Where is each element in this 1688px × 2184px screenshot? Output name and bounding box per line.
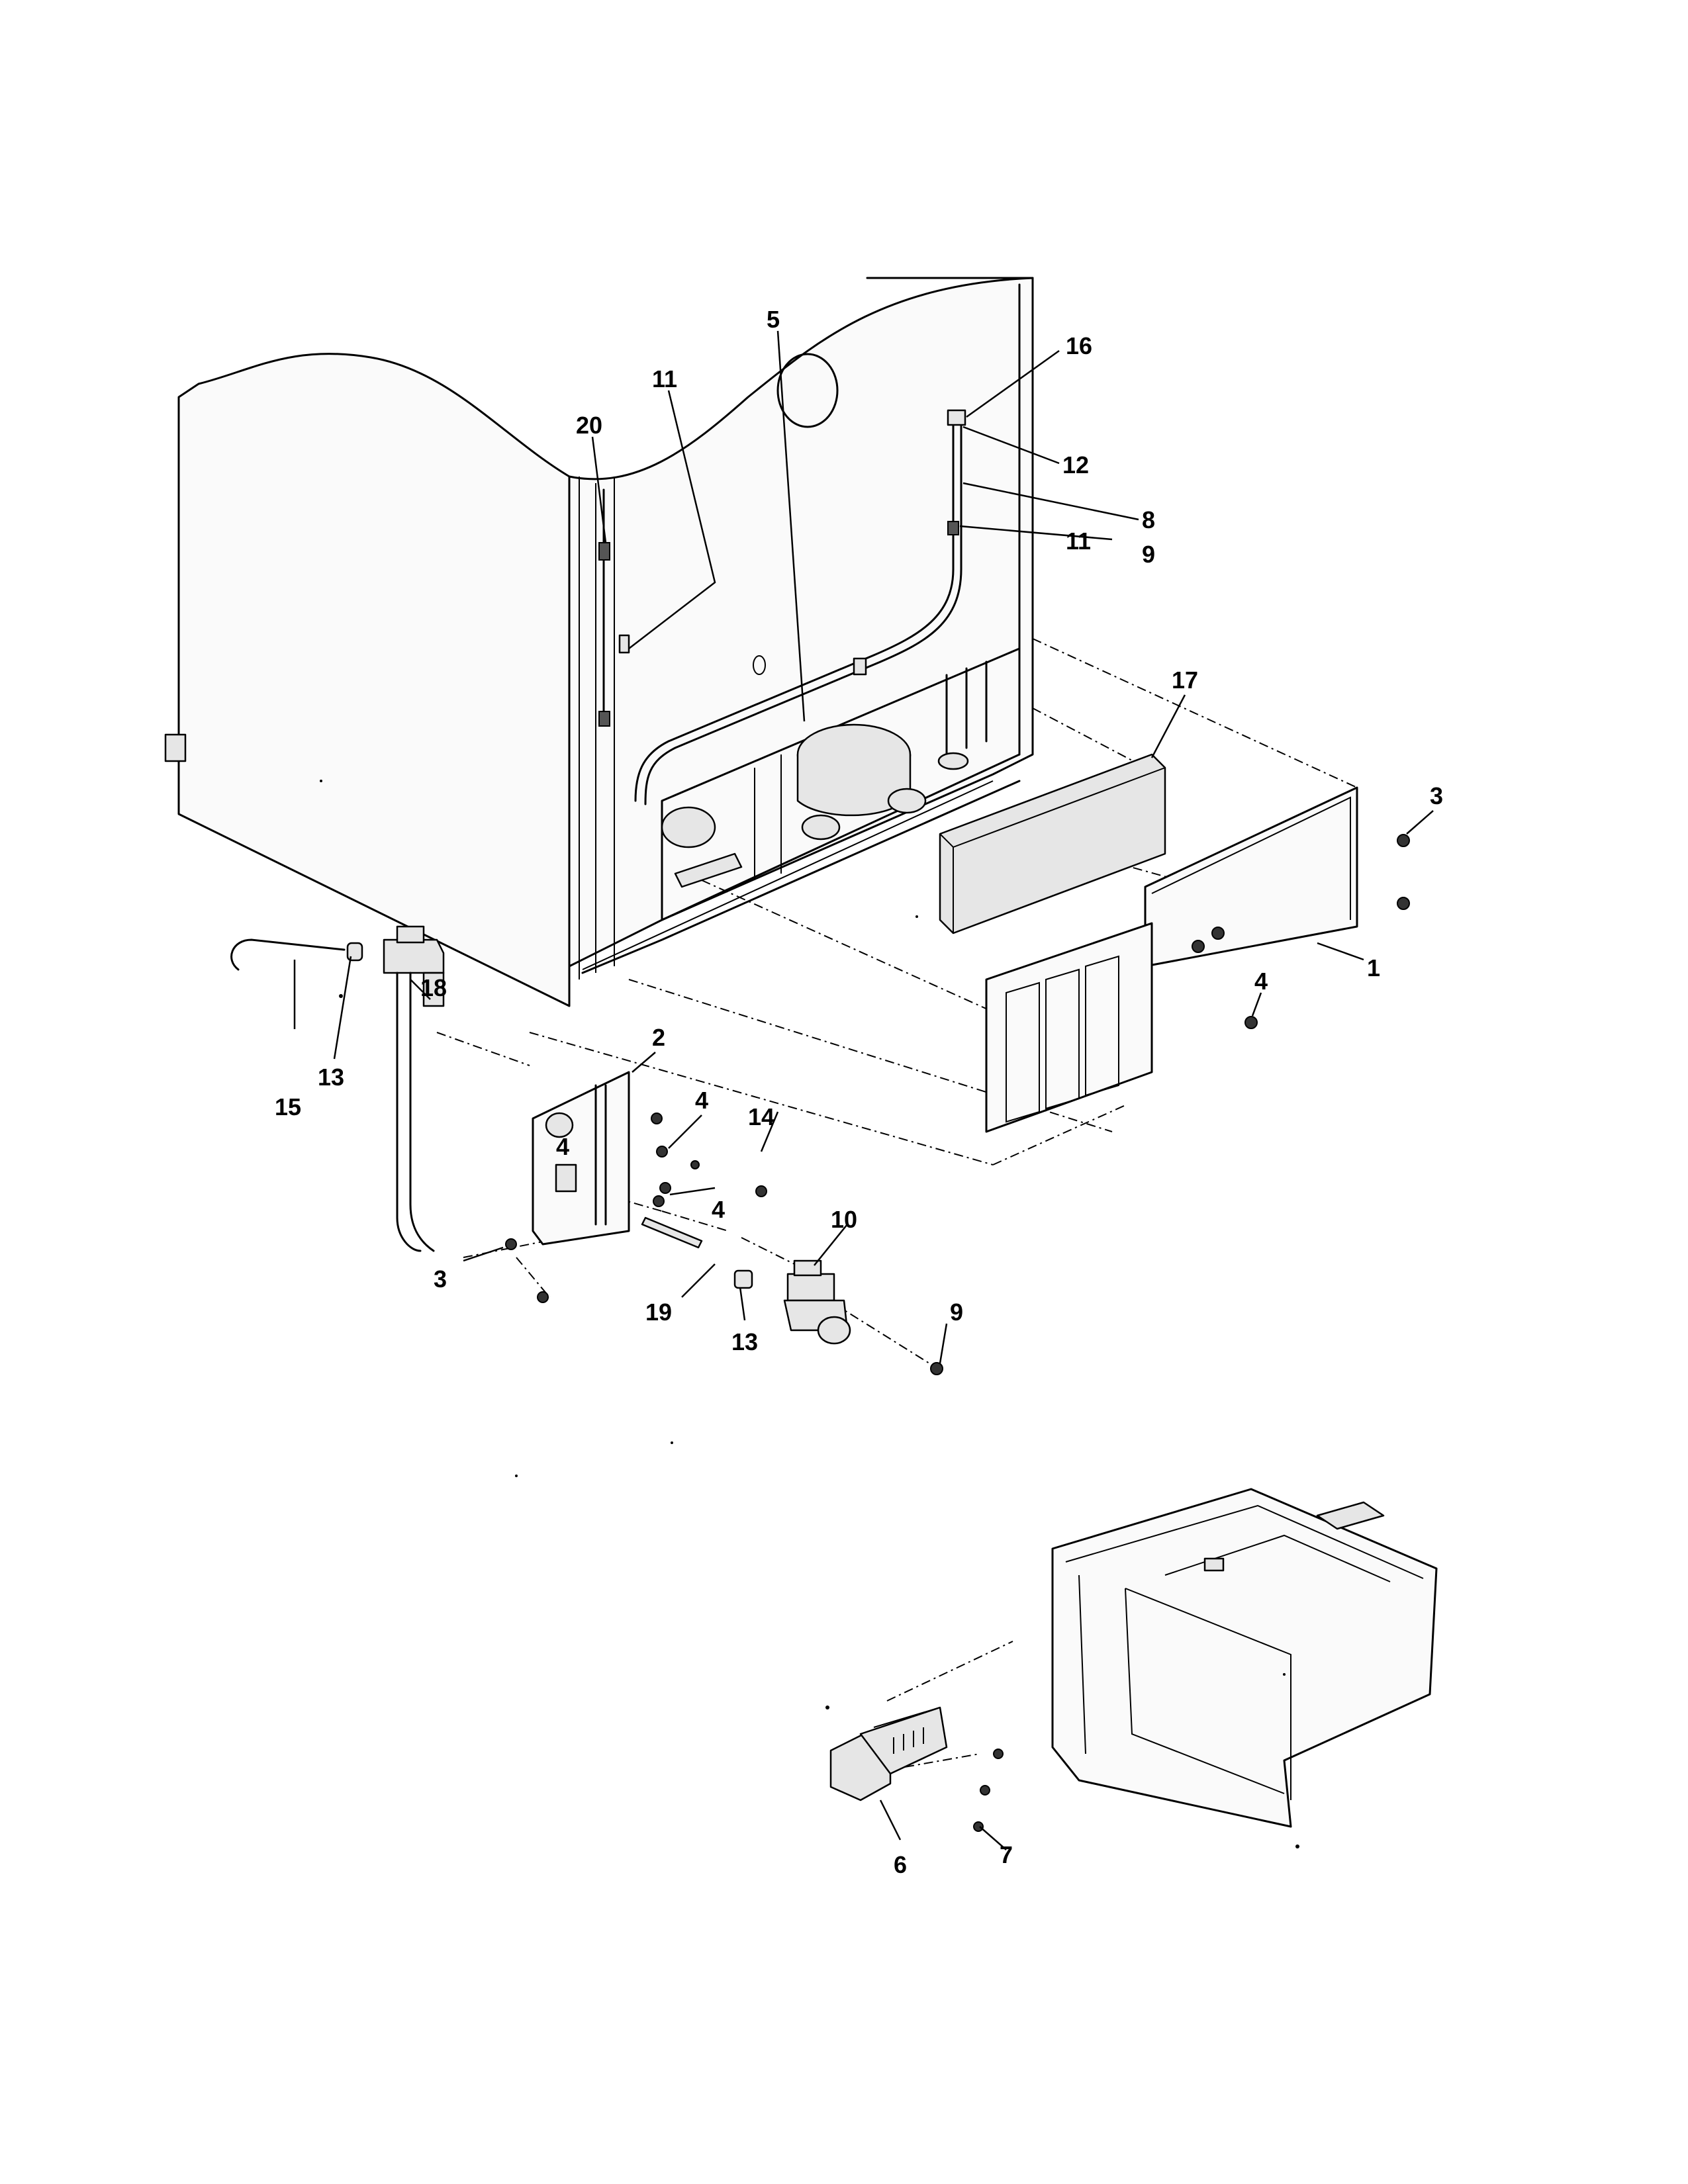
callout-3-left: 3 bbox=[434, 1265, 447, 1293]
callout-8: 8 bbox=[1142, 506, 1155, 533]
callout-10: 10 bbox=[831, 1206, 857, 1233]
callout-16: 16 bbox=[1066, 332, 1092, 359]
callout-4-upper: 4 bbox=[695, 1087, 708, 1114]
callout-9-bottom: 9 bbox=[950, 1298, 963, 1326]
callout-2: 2 bbox=[652, 1024, 665, 1051]
water-valve-left bbox=[230, 925, 445, 1252]
icemaker-unit bbox=[829, 1706, 1004, 1832]
water-valve-right bbox=[733, 1259, 943, 1375]
callout-leaders bbox=[293, 330, 1434, 1850]
callout-12: 12 bbox=[1062, 451, 1089, 478]
elbow-fitting-16 bbox=[947, 409, 966, 426]
icemaker-housing bbox=[1051, 1488, 1438, 1828]
scan-dots bbox=[320, 780, 1299, 1848]
callout-17: 17 bbox=[1172, 666, 1198, 694]
callout-5: 5 bbox=[767, 306, 780, 333]
refrigerator-cabinet bbox=[164, 277, 1034, 1007]
callout-13-left: 13 bbox=[318, 1064, 344, 1091]
callout-9-top: 9 bbox=[1142, 541, 1155, 568]
callout-11-right: 11 bbox=[1066, 527, 1091, 555]
water-line-assembly bbox=[598, 409, 966, 727]
callout-14: 14 bbox=[748, 1103, 774, 1130]
callout-13-right: 13 bbox=[731, 1328, 758, 1355]
callout-11-left: 11 bbox=[652, 365, 677, 392]
water-line-clip-20 bbox=[598, 542, 610, 561]
callout-3-right: 3 bbox=[1430, 782, 1443, 809]
insulation-block bbox=[939, 753, 1166, 934]
callout-7: 7 bbox=[1000, 1841, 1013, 1868]
callout-18: 18 bbox=[420, 974, 447, 1001]
callout-20: 20 bbox=[576, 412, 602, 439]
callout-4-mid: 4 bbox=[556, 1133, 569, 1160]
callout-4-right: 4 bbox=[1254, 968, 1268, 995]
rear-access-cover bbox=[985, 786, 1358, 1133]
callout-4-lower: 4 bbox=[712, 1196, 725, 1223]
callout-15: 15 bbox=[275, 1093, 301, 1120]
tube-clip-11-right bbox=[947, 521, 959, 535]
screws-right bbox=[1192, 834, 1410, 1029]
callout-labels: 20 11 5 16 12 8 11 9 17 3 1 4 18 13 15 2… bbox=[275, 306, 1443, 1878]
valve-mounting-bracket bbox=[505, 1071, 767, 1303]
callout-1: 1 bbox=[1367, 954, 1380, 981]
callout-6: 6 bbox=[894, 1851, 907, 1878]
callout-19: 19 bbox=[645, 1298, 672, 1326]
